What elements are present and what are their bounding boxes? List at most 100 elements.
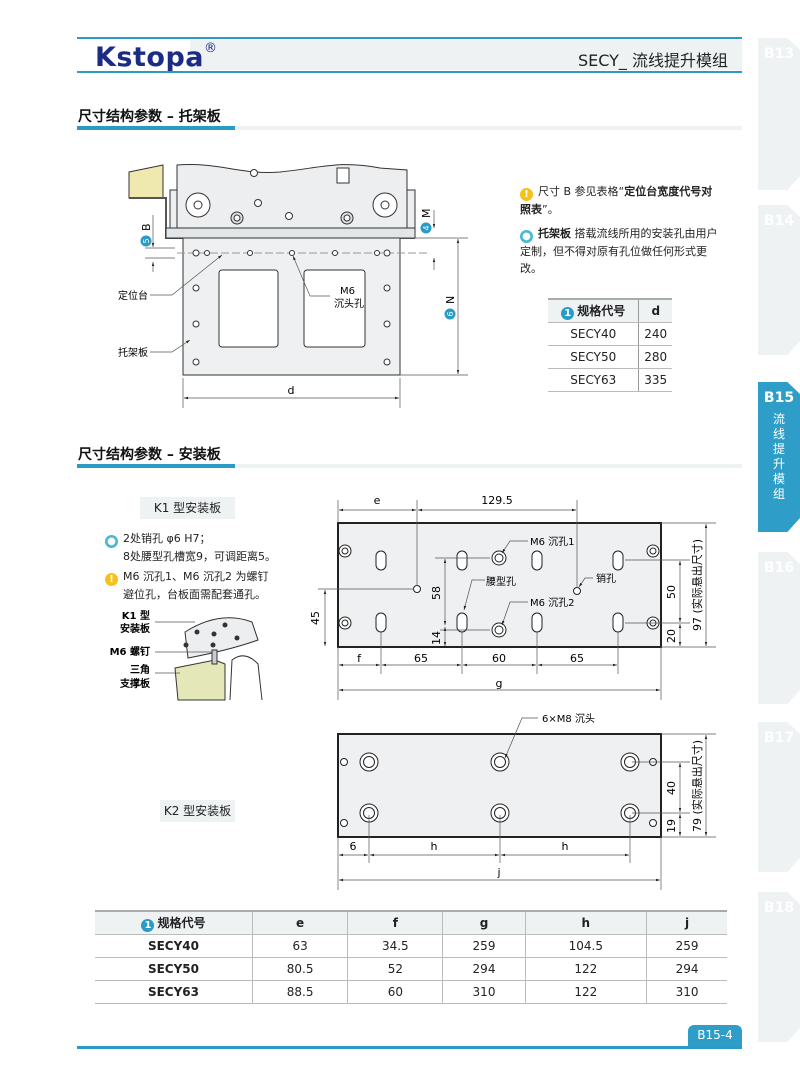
number-badge-icon: 5 — [142, 238, 151, 243]
cell: SECY63 — [548, 368, 640, 392]
dim-60-label: 60 — [492, 652, 506, 665]
dim-e-label: e — [374, 494, 381, 507]
note-screw-holes: !M6 沉孔1、M6 沉孔2 为螺钉 避位孔，台板面需配套通孔。 — [105, 568, 305, 603]
cell: 122 — [525, 957, 648, 981]
k2-label: K2 型安装板 — [160, 800, 235, 822]
header-top-line — [77, 37, 742, 39]
label-positioning-block: 定位台 — [118, 289, 148, 302]
cell: 104.5 — [525, 934, 648, 958]
cell: SECY40 — [548, 322, 640, 346]
table-header: h — [525, 910, 648, 935]
cell: 122 — [525, 980, 648, 1004]
dim-n-text: N — [444, 296, 457, 304]
label-m6: M6 — [340, 286, 355, 297]
cell: 52 — [347, 957, 444, 981]
cell: 310 — [442, 980, 526, 1004]
side-tab-b17[interactable]: B17 — [758, 722, 800, 872]
k1-label: K1 型安装板 — [140, 497, 235, 519]
cell: SECY63 — [95, 980, 253, 1004]
cell: 60 — [347, 980, 444, 1004]
dim-h-label: h — [562, 840, 569, 853]
header-label: 规格代号 — [157, 916, 206, 930]
dim-14-label: 14 — [430, 631, 443, 645]
note-text: 搭载流线所用的安装孔由用户定制，但不得对原有孔位做任何形式更改。 — [520, 227, 718, 275]
cell: 259 — [442, 934, 526, 958]
page-number: B15-4 — [688, 1025, 742, 1046]
page-header-title: SECY_ 流线提升模组 — [577, 51, 728, 70]
dim-g-label: g — [496, 677, 503, 690]
bracket-plate-drawing — [128, 164, 430, 376]
callout-pin-hole: 销孔 — [596, 572, 616, 585]
dim-50-label: 50 — [665, 585, 678, 599]
callout-m6-hole-2: M6 沉孔2 — [530, 596, 575, 609]
side-tab-b13[interactable]: B13 — [758, 38, 800, 190]
note-tray-plate: ●托架板 搭载流线所用的安装孔由用户定制，但不得对原有孔位做任何形式更改。 — [520, 225, 720, 277]
lightbulb-icon: ● — [520, 230, 533, 243]
side-tab-b14[interactable]: B14 — [758, 205, 800, 355]
header-label: 规格代号 — [577, 304, 626, 318]
header-band — [190, 40, 742, 70]
label-countersunk-hole: 沉头孔 — [334, 297, 364, 310]
dim-58-label: 58 — [430, 586, 443, 600]
cell: 34.5 — [347, 934, 444, 958]
dim-6-label: 6 — [350, 840, 357, 853]
dim-129-5-label: 129.5 — [481, 494, 513, 507]
dim-h-label: h — [431, 840, 438, 853]
logo-text: Kstopa — [95, 42, 204, 73]
section-underline — [77, 464, 742, 468]
footer-line — [77, 1046, 742, 1049]
note-text: 2处销孔 φ6 H7； — [123, 532, 211, 545]
label-k1-plate: K1 型 — [122, 609, 150, 622]
number-badge-icon: 1 — [141, 919, 155, 932]
callout-m6-hole-1: M6 沉孔1 — [530, 535, 575, 548]
dim-j-label: j — [496, 866, 500, 879]
dim-19-label: 19 — [665, 819, 678, 833]
note-dimension-b: !尺寸 B 参见表格“定位台宽度代号对照表”。 — [520, 183, 720, 218]
cell: 280 — [638, 345, 672, 369]
table-header: d — [638, 298, 672, 323]
dim-d-label: d — [288, 384, 295, 397]
dim-65-label: 65 — [570, 652, 584, 665]
number-badge-icon: 6 — [446, 311, 455, 316]
dim-f-label: f — [357, 652, 362, 665]
cell: SECY50 — [548, 345, 640, 369]
cell: 294 — [442, 957, 526, 981]
note-text: 避位孔，台板面需配套通孔。 — [123, 588, 266, 601]
k2-plate-drawing — [337, 733, 662, 838]
label-tray-plate: 托架板 — [118, 346, 148, 359]
dim-m-label: 4 M — [420, 209, 433, 234]
k1-dimensions — [318, 500, 716, 700]
section-title-mounting: 尺寸结构参数 – 安装板 — [78, 447, 221, 463]
cell: 240 — [638, 322, 672, 346]
number-badge-icon: 1 — [561, 307, 575, 320]
bracket-dimensions — [145, 210, 468, 408]
label-k1-plate-2: 安装板 — [120, 622, 151, 635]
dim-65-label: 65 — [414, 652, 428, 665]
table-header: j — [646, 910, 727, 935]
cell: 259 — [646, 934, 727, 958]
section-underline — [77, 126, 742, 130]
cell: 294 — [646, 957, 727, 981]
table-header: g — [442, 910, 526, 935]
side-tab-b18[interactable]: B18 — [758, 892, 800, 1042]
callout-m8-countersunk: 6×M8 沉头 — [542, 712, 595, 725]
dim-79-label: 79 (实际悬出尺寸) — [690, 740, 704, 832]
callout-slot-hole: 腰型孔 — [486, 575, 516, 588]
cell: 63 — [252, 934, 349, 958]
dim-40-label: 40 — [665, 781, 678, 795]
brand-logo: Kstopa® — [95, 41, 218, 73]
dim-45-label: 45 — [309, 611, 322, 625]
side-tab-b16[interactable]: B16 — [758, 552, 800, 704]
dim-n-label: 6 N — [444, 296, 457, 320]
label-support-2: 支撑板 — [119, 677, 151, 690]
tab-code: B16 — [763, 560, 795, 576]
tab-code: B14 — [763, 213, 795, 229]
cell: 335 — [638, 368, 672, 392]
